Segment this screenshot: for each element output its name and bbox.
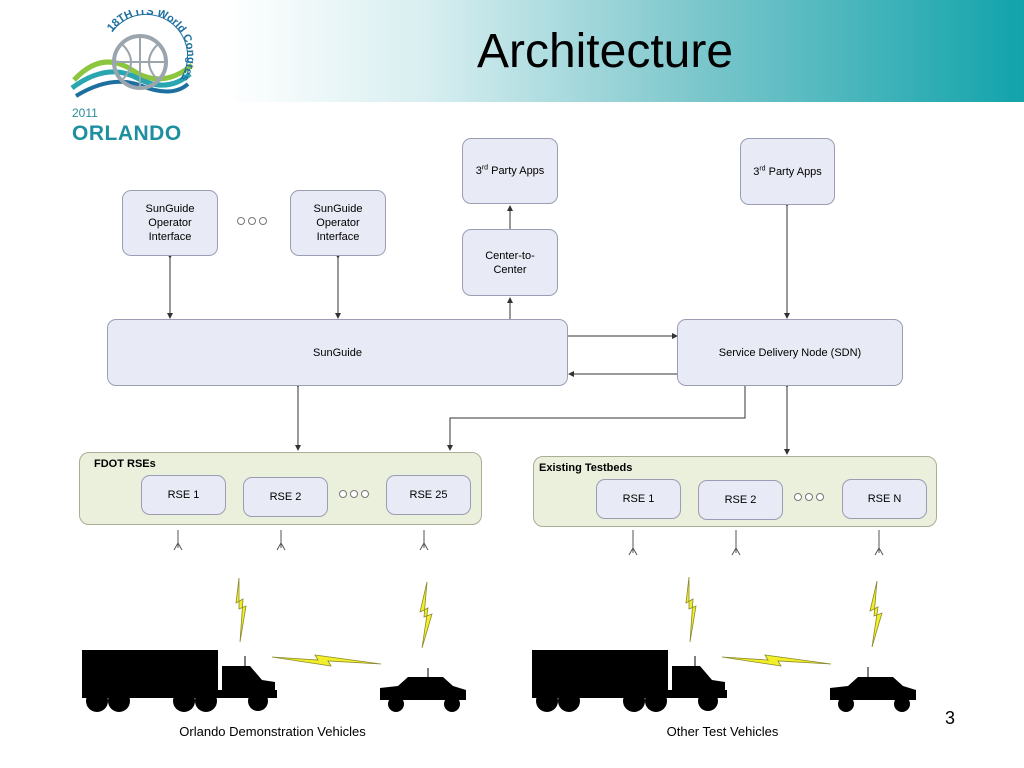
rse-label: RSE N bbox=[867, 493, 902, 505]
page-number: 3 bbox=[945, 708, 956, 728]
ellipsis-icon bbox=[794, 493, 824, 501]
third-party-2-sup: rd bbox=[759, 164, 766, 172]
third-party-2-base: 3 bbox=[753, 165, 760, 178]
lightning-icon bbox=[419, 581, 433, 649]
c2c-label: Center-to- Center bbox=[485, 249, 535, 276]
truck-icon bbox=[532, 650, 727, 712]
fdot-rse-25: RSE 25 bbox=[386, 475, 471, 515]
sunguide-box: SunGuide bbox=[107, 319, 568, 386]
antenna-icon bbox=[731, 530, 741, 556]
fdot-rse-1: RSE 1 bbox=[141, 475, 226, 515]
rse-label: RSE 2 bbox=[269, 491, 302, 503]
lightning-icon bbox=[869, 580, 883, 648]
lightning-icon bbox=[271, 654, 382, 667]
rse-label: RSE 1 bbox=[167, 489, 200, 501]
its-world-congress-logo: 18TH ITS World Congress 2011 ORLANDO bbox=[59, 1, 202, 145]
existing-testbeds-label: Existing Testbeds bbox=[539, 462, 633, 474]
third-party-1-rest: Party Apps bbox=[488, 165, 545, 177]
sdn-box: Service Delivery Node (SDN) bbox=[677, 319, 903, 386]
antenna-icon bbox=[276, 530, 286, 551]
sdn-fdot-link bbox=[447, 381, 748, 451]
slide-title: Architecture bbox=[476, 25, 734, 78]
antenna-icon bbox=[419, 530, 429, 551]
sunguide-label: SunGuide bbox=[313, 346, 362, 359]
rse-label: RSE 2 bbox=[724, 494, 757, 506]
antenna-icon bbox=[628, 530, 638, 556]
truck-icon bbox=[82, 650, 277, 712]
testbed-rse-1: RSE 1 bbox=[596, 479, 681, 519]
third-party-1-sup: rd bbox=[481, 164, 489, 172]
rse-label: RSE 1 bbox=[622, 493, 655, 505]
testbed-rse-n: RSE N bbox=[842, 479, 927, 519]
third-party-1-base: 3 bbox=[475, 165, 482, 177]
third-party-apps-2: 3rd Party Apps bbox=[740, 138, 835, 205]
ellipsis-icon bbox=[339, 490, 369, 498]
car-icon bbox=[380, 668, 466, 712]
sdn-label: Service Delivery Node (SDN) bbox=[718, 346, 862, 359]
car-icon bbox=[830, 667, 916, 712]
ellipsis-icon bbox=[237, 217, 267, 225]
caption-orlando-vehicles: Orlando Demonstration Vehicles bbox=[179, 724, 366, 739]
globe-logo-icon: 18TH ITS World Congress bbox=[59, 1, 197, 98]
operator-1-label: SunGuide Operator Interface bbox=[145, 203, 195, 243]
antenna-icon bbox=[874, 530, 884, 556]
fdot-rse-2: RSE 2 bbox=[243, 477, 328, 517]
logo-city: ORLANDO bbox=[72, 122, 182, 145]
lightning-icon bbox=[685, 576, 697, 643]
logo-year: 2011 bbox=[72, 106, 98, 120]
rse-label: RSE 25 bbox=[409, 489, 448, 501]
testbed-rse-2: RSE 2 bbox=[698, 480, 783, 520]
lightning-icon bbox=[721, 654, 832, 667]
operator-2-label: SunGuide Operator Interface bbox=[313, 203, 363, 243]
sunguide-operator-interface-2: SunGuide Operator Interface bbox=[290, 190, 386, 256]
sunguide-operator-interface-1: SunGuide Operator Interface bbox=[122, 190, 218, 256]
antenna-icon bbox=[173, 530, 183, 551]
fdot-rses-label: FDOT RSEs bbox=[94, 458, 156, 470]
third-party-apps-1: 3rd Party Apps bbox=[462, 138, 558, 204]
center-to-center: Center-to- Center bbox=[462, 229, 558, 296]
lightning-icon bbox=[235, 577, 247, 643]
third-party-2-rest: Party Apps bbox=[765, 165, 822, 178]
caption-other-vehicles: Other Test Vehicles bbox=[666, 724, 779, 739]
